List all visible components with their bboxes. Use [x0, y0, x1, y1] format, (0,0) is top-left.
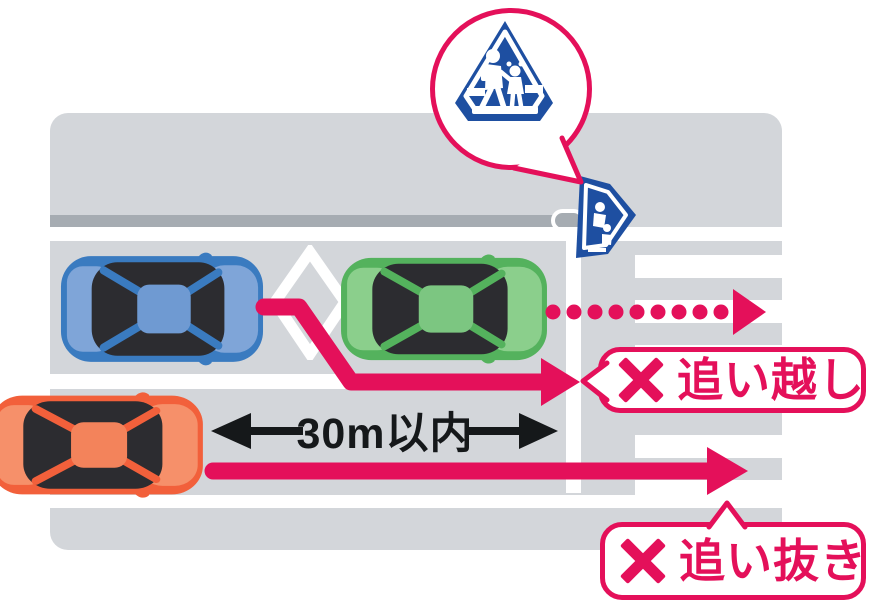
pedestrian-crossing-roadside-sign: [576, 176, 636, 258]
road-edge-line-bottom: [50, 495, 782, 508]
crosswalk-stripe: [635, 255, 782, 278]
orange-car: [0, 392, 203, 498]
no-passing-label: 追い抜き: [679, 535, 867, 587]
sidewalk-curb: [50, 215, 558, 229]
no-overtaking-label: 追い越し: [677, 354, 865, 406]
sign-pedestrian-figures: [588, 202, 612, 252]
no-passing-callout-tail: [706, 500, 748, 530]
no-overtaking-callout: 追い越し: [598, 347, 866, 413]
blue-car: [60, 252, 264, 366]
crosswalk-stripe: [635, 435, 782, 458]
distance-label: 30m以内: [296, 410, 474, 458]
sign-callout-tail: [511, 135, 584, 185]
pedestrian-crossing-sign: [455, 21, 553, 121]
no-overtaking-callout-tail: [580, 360, 610, 403]
road-edge-line-top: [50, 227, 782, 241]
green-car: [341, 254, 547, 364]
lane-center-line: [50, 374, 566, 389]
sign-pedestrian-figures: [467, 49, 543, 114]
x-mark-icon: [620, 538, 666, 584]
crosswalk-stripe: [635, 300, 782, 323]
x-mark-icon: [618, 357, 664, 403]
